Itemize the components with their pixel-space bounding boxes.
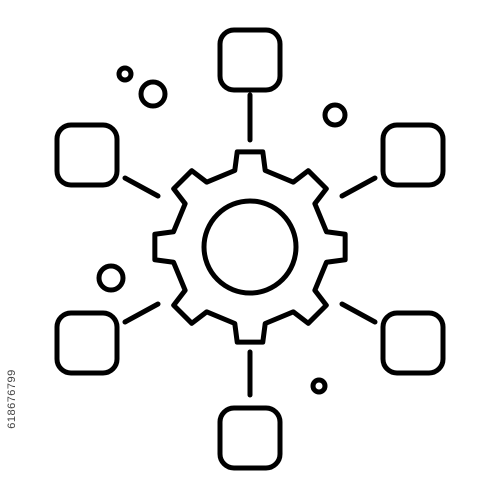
bubble-medium-top-left [138,79,168,109]
connector-right-top [339,175,378,199]
node-left-bottom [54,310,120,376]
decorative-bubbles [96,65,348,395]
node-right-bottom [380,310,446,376]
connector-left-top [122,175,161,199]
node-bottom [217,405,283,471]
satellite-nodes [54,27,446,471]
bubble-left [96,263,126,293]
connector-lines [122,92,378,398]
connector-left-bottom [122,301,161,325]
bubble-small-top-left [116,65,134,83]
bubble-top-right [322,102,348,128]
bubble-bottom-right [310,377,328,395]
node-top [217,27,283,93]
stock-id-watermark: 618676799 [6,369,18,429]
gear-icon [152,149,348,345]
gear-outline [152,149,348,345]
connector-right-bottom [339,301,378,325]
node-right-top [380,122,446,188]
gear-hub [201,198,299,296]
node-left-top [54,122,120,188]
